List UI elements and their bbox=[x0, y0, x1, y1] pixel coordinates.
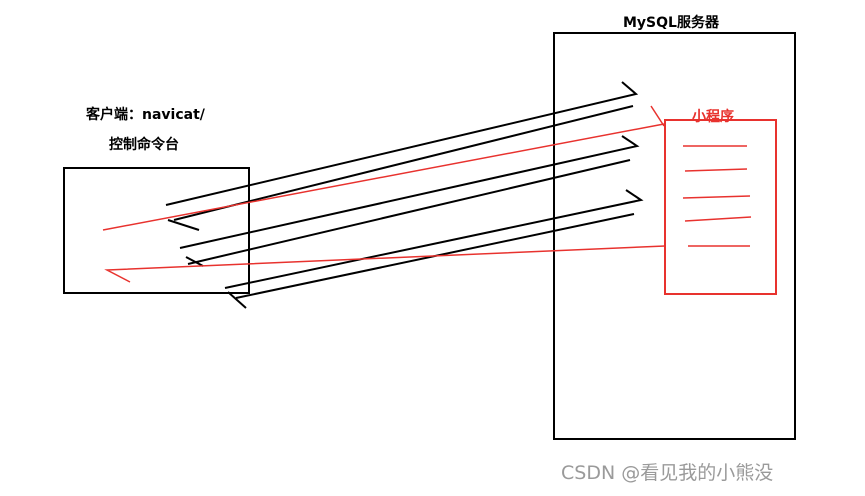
program-label: 小程序 bbox=[692, 109, 734, 125]
program-code-lines bbox=[682, 145, 752, 247]
watermark-text: CSDN @看见我的小熊没 bbox=[561, 462, 774, 484]
program-box bbox=[664, 119, 777, 295]
data-flow-red bbox=[102, 105, 666, 283]
client-box bbox=[63, 167, 250, 294]
server-label: MySQL服务器 bbox=[623, 15, 719, 31]
connection-zigzag bbox=[165, 81, 644, 309]
client-label-line2: 控制命令台 bbox=[109, 137, 179, 153]
client-label-line1: 客户端：navicat/ bbox=[86, 107, 205, 123]
server-box bbox=[553, 32, 796, 440]
